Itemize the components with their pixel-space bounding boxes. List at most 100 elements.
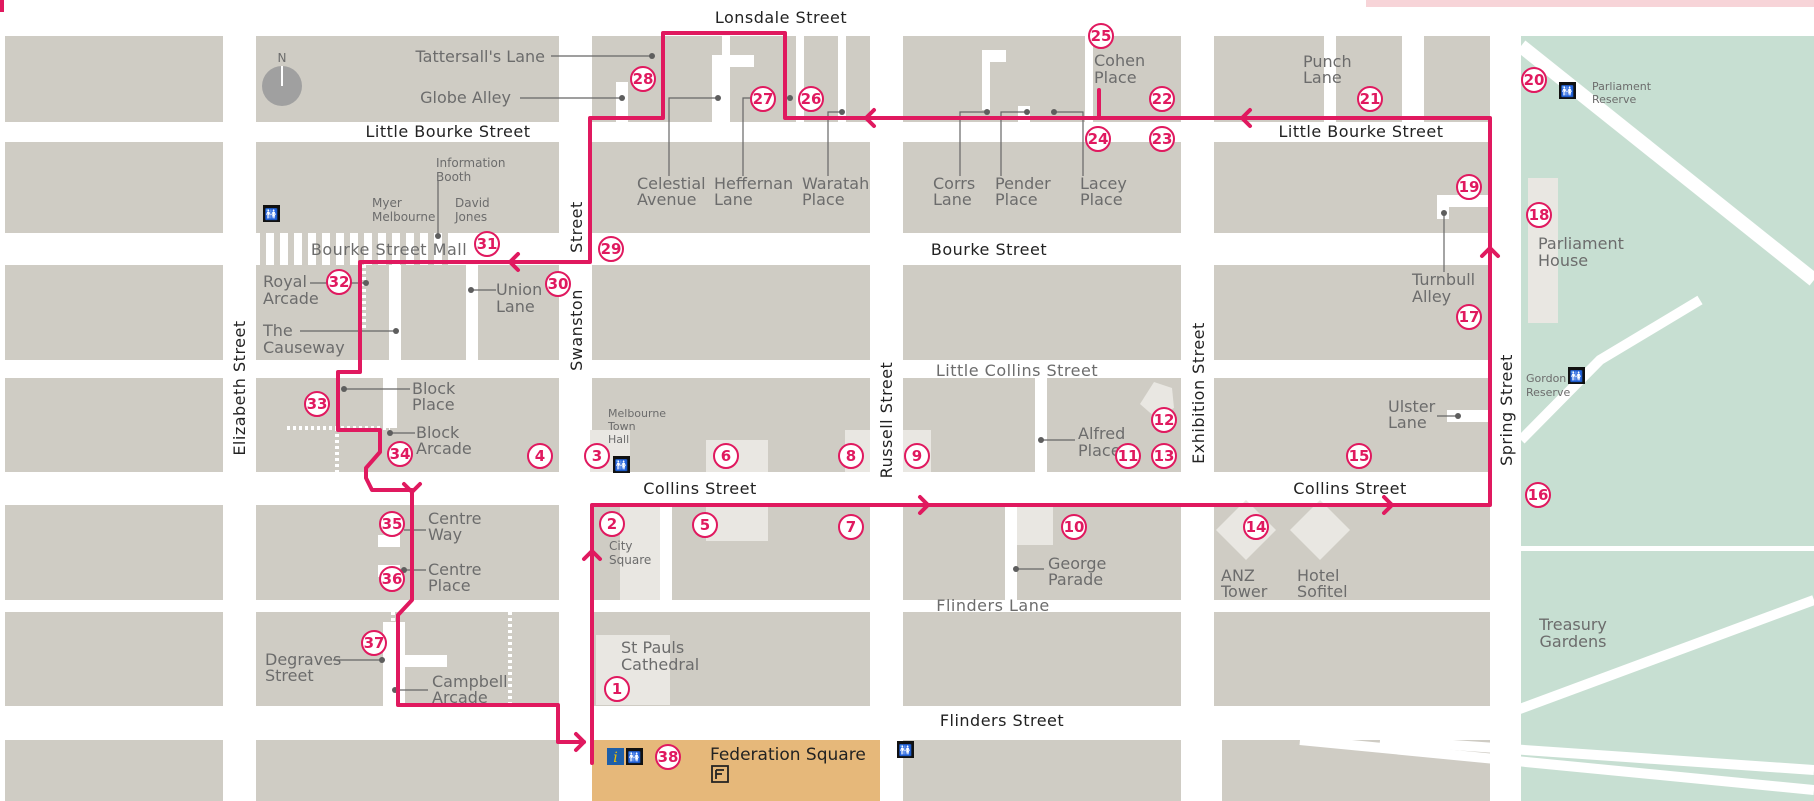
compass-label: N xyxy=(278,51,287,65)
tour-stop-31: 31 xyxy=(474,231,500,257)
toilet-glyph: 🚻 xyxy=(628,751,642,764)
tour-stop-13: 13 xyxy=(1151,443,1177,469)
stop-marker xyxy=(387,441,413,467)
information-glyph: i xyxy=(613,750,617,766)
stop-marker xyxy=(527,443,553,469)
lane xyxy=(383,655,447,667)
dot-celestial xyxy=(715,95,721,101)
label-pender-2: Place xyxy=(995,190,1038,209)
label-union-lane-2: Lane xyxy=(496,297,535,316)
label-little-bourke-street-west: Little Bourke Street xyxy=(365,122,530,141)
toilet-icon-bg xyxy=(263,205,280,222)
stop-number: 13 xyxy=(1154,447,1175,465)
block xyxy=(5,740,223,801)
stop-marker xyxy=(604,676,630,702)
stop-number: 34 xyxy=(390,445,411,463)
label-gordon-reserve-1: Gordon xyxy=(1526,372,1566,385)
mall-stripe xyxy=(400,233,406,265)
stop-number: 32 xyxy=(329,273,350,291)
stop-number: 29 xyxy=(601,240,622,258)
mall-stripe xyxy=(288,233,294,265)
label-block-place-2: Place xyxy=(412,395,455,414)
dot-george xyxy=(1013,566,1019,572)
label-punch-1: Punch xyxy=(1303,52,1352,71)
toilet-glyph: 🚻 xyxy=(899,744,913,757)
stop-marker xyxy=(1456,304,1482,330)
route-line xyxy=(336,31,1492,765)
stop-number: 7 xyxy=(846,518,856,536)
place-labels: Tattersall's Lane Globe Alley Celestial … xyxy=(262,47,1652,765)
label-anz-tower-1: ANZ xyxy=(1221,566,1255,585)
fed-logo-glyph xyxy=(711,765,729,783)
label-degraves-2: Street xyxy=(265,666,314,685)
north-compass-icon: N xyxy=(262,51,302,106)
label-turnbull-2: Alley xyxy=(1412,287,1451,306)
tour-stop-15: 15 xyxy=(1346,443,1372,469)
label-exhibition-street: Exhibition Street xyxy=(1189,322,1208,464)
stop-marker xyxy=(584,443,610,469)
block xyxy=(5,505,223,600)
stop-marker xyxy=(326,269,352,295)
lane xyxy=(722,36,730,122)
information-icon: i xyxy=(607,748,624,766)
tour-stop-2: 2 xyxy=(599,511,625,537)
tour-stop-3: 3 xyxy=(584,443,610,469)
label-flinders-street: Flinders Street xyxy=(940,711,1064,730)
label-collins-street-west: Collins Street xyxy=(643,479,756,498)
stop-marker xyxy=(904,443,930,469)
tour-stop-37: 37 xyxy=(361,630,387,656)
stop-marker xyxy=(474,231,500,257)
block xyxy=(5,378,223,472)
stop-number: 12 xyxy=(1154,411,1175,429)
label-city-square-1: City xyxy=(609,539,633,553)
toilet-icon-bg xyxy=(626,748,643,765)
lane xyxy=(1017,505,1053,545)
stop-number: 38 xyxy=(658,748,679,766)
dot-turnbull xyxy=(1441,210,1447,216)
label-heffernan-2: Lane xyxy=(714,190,753,209)
tour-stop-12: 12 xyxy=(1151,407,1177,433)
label-causeway-2: Causeway xyxy=(263,338,345,357)
tour-stop-19: 19 xyxy=(1456,174,1482,200)
lane xyxy=(378,535,400,547)
dot-causeway xyxy=(393,328,399,334)
stop-number: 30 xyxy=(548,275,569,293)
label-corrs-1: Corrs xyxy=(933,174,975,193)
stop-marker xyxy=(838,514,864,540)
tour-stop-16: 16 xyxy=(1525,482,1551,508)
mall-stripe xyxy=(330,233,336,265)
toilet-icon: 🚻 xyxy=(613,456,630,473)
lane xyxy=(1035,378,1047,472)
label-david-jones-2: Jones xyxy=(454,210,487,224)
label-bourke-street: Bourke Street xyxy=(931,240,1047,259)
toilet-icon: 🚻 xyxy=(1559,82,1576,99)
lane xyxy=(620,505,662,600)
stop-number: 10 xyxy=(1064,518,1085,536)
block xyxy=(5,612,223,706)
label-gordon-reserve-2: Reserve xyxy=(1526,386,1570,399)
tour-stop-17: 17 xyxy=(1456,304,1482,330)
label-myer-2: Melbourne xyxy=(372,210,435,224)
label-block-arcade-2: Arcade xyxy=(416,439,472,458)
mall-stripe xyxy=(358,233,364,265)
lane xyxy=(712,55,754,67)
stop-marker xyxy=(1149,86,1175,112)
stop-marker xyxy=(798,86,824,112)
lane xyxy=(982,50,990,110)
stop-number: 37 xyxy=(364,634,385,652)
mall-stripe xyxy=(428,233,434,265)
toilet-icon-bg xyxy=(1559,82,1576,99)
label-cohen-1: Cohen xyxy=(1094,51,1145,70)
dot-corrs xyxy=(984,109,990,115)
federation-square-logo-icon xyxy=(711,765,729,783)
stop-number: 16 xyxy=(1528,486,1549,504)
label-centre-place-1: Centre xyxy=(428,560,482,579)
stop-number: 33 xyxy=(307,395,328,413)
route-arrow xyxy=(402,482,422,494)
lane xyxy=(616,82,628,122)
label-celestial-2: Avenue xyxy=(637,190,696,209)
label-centre-way-1: Centre xyxy=(428,509,482,528)
stop-number: 9 xyxy=(912,447,922,465)
label-st-pauls-2: Cathedral xyxy=(621,655,699,674)
edge-mark xyxy=(0,0,4,12)
